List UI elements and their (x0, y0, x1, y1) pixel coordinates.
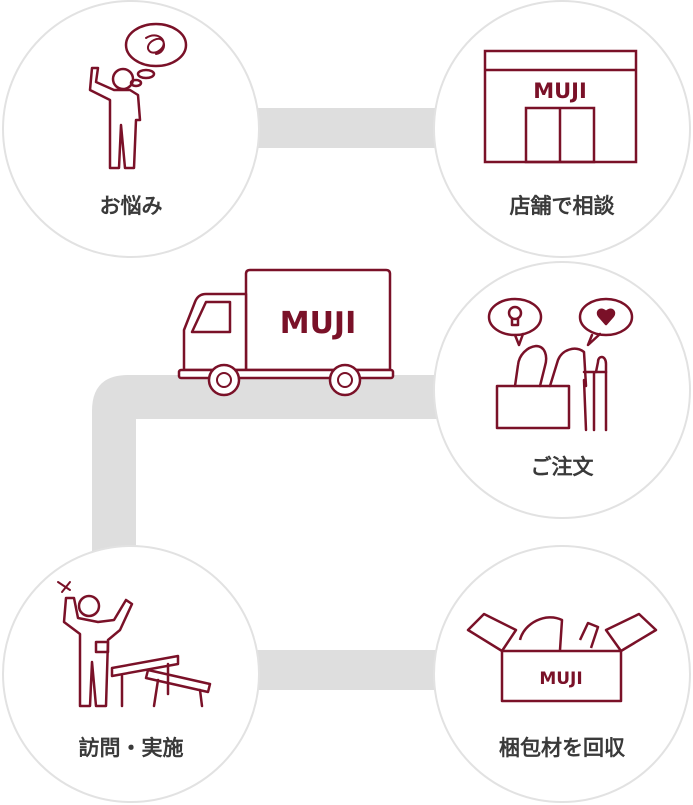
step-circle-2 (433, 0, 691, 258)
connector-top (250, 108, 450, 148)
step-label-5: 訪問・実施 (79, 736, 184, 760)
installation-worker-icon (57, 581, 212, 708)
truck-front-wheel (207, 363, 241, 397)
heart-icon (596, 308, 616, 326)
muji-store-icon: MUJI (483, 49, 638, 164)
packaging-box-icon: MUJI (466, 612, 658, 703)
muji-truck-icon: MUJI (177, 268, 395, 397)
store-sign: MUJI (533, 79, 587, 103)
step-circle-5 (2, 545, 260, 803)
connector-bottom (250, 650, 450, 690)
consultation-icon (487, 297, 634, 432)
step-label-2: 店舗で相談 (510, 194, 616, 218)
step-label-3: ご注文 (531, 455, 595, 479)
connector-middle (92, 375, 450, 570)
truck-rear-wheel (328, 363, 362, 397)
truck-sign: MUJI (280, 306, 357, 341)
step-label-4: 梱包材を回収 (499, 736, 626, 760)
step-circle-1 (2, 0, 260, 258)
step-label-1: お悩み (100, 194, 163, 218)
worried-person-icon (88, 22, 188, 170)
step-circle-3 (433, 261, 691, 519)
box-sign: MUJI (539, 669, 582, 689)
lightbulb-icon (507, 305, 523, 321)
